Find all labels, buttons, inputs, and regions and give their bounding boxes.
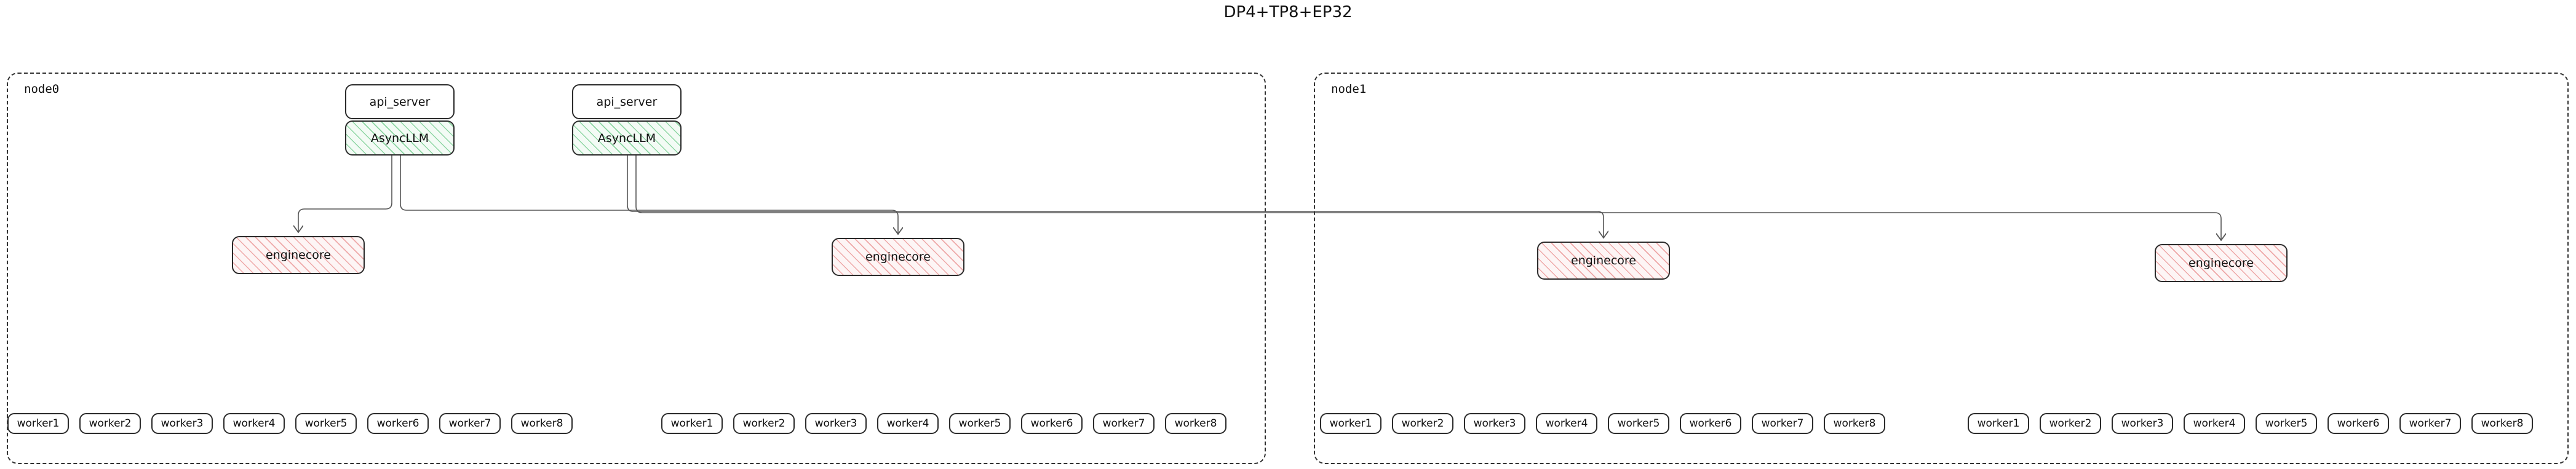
node0-g1-worker7-label: worker7 bbox=[1102, 417, 1145, 430]
node0-api-server-0-label: api_server bbox=[369, 95, 431, 109]
node1-g0-worker8[interactable]: worker8 bbox=[1824, 413, 1885, 434]
node0-g1-worker5[interactable]: worker5 bbox=[949, 413, 1011, 434]
node0-g1-worker4-label: worker4 bbox=[886, 417, 929, 430]
node0-g1-worker3-label: worker3 bbox=[814, 417, 857, 430]
node1-g0-worker6-label: worker6 bbox=[1689, 417, 1732, 430]
node0-g0-worker2-label: worker2 bbox=[89, 417, 132, 430]
node0-g1-worker8-label: worker8 bbox=[1174, 417, 1217, 430]
node0-g0-worker5-label: worker5 bbox=[304, 417, 348, 430]
node1-enginecore-0-label: enginecore bbox=[1571, 254, 1636, 267]
node0-g1-worker2[interactable]: worker2 bbox=[733, 413, 795, 434]
cluster-node1[interactable]: node1 bbox=[1314, 73, 2569, 464]
node0-g0-worker3-label: worker3 bbox=[161, 417, 204, 430]
node0-g0-worker1[interactable]: worker1 bbox=[7, 413, 69, 434]
node1-g1-worker3[interactable]: worker3 bbox=[2112, 413, 2173, 434]
node0-g0-worker8-label: worker8 bbox=[520, 417, 563, 430]
node1-g1-worker8-label: worker8 bbox=[2481, 417, 2524, 430]
node1-g0-worker5-label: worker5 bbox=[1617, 417, 1660, 430]
node1-g1-worker8[interactable]: worker8 bbox=[2471, 413, 2533, 434]
node0-g0-worker4[interactable]: worker4 bbox=[223, 413, 285, 434]
node0-g0-worker5[interactable]: worker5 bbox=[295, 413, 357, 434]
node1-g1-worker1-label: worker1 bbox=[1977, 417, 2020, 430]
node0-g1-worker7[interactable]: worker7 bbox=[1093, 413, 1155, 434]
page-title: DP4+TP8+EP32 bbox=[1223, 3, 1353, 22]
node1-enginecore-0[interactable]: enginecore bbox=[1537, 242, 1670, 280]
node0-g0-worker4-label: worker4 bbox=[233, 417, 276, 430]
node1-g0-worker8-label: worker8 bbox=[1833, 417, 1876, 430]
node1-g0-worker3[interactable]: worker3 bbox=[1464, 413, 1525, 434]
node0-g0-worker6[interactable]: worker6 bbox=[367, 413, 429, 434]
node0-g1-worker1-label: worker1 bbox=[670, 417, 714, 430]
node0-api-server-1-label: api_server bbox=[596, 95, 658, 109]
node0-g1-worker1[interactable]: worker1 bbox=[661, 413, 723, 434]
cluster-node0[interactable]: node0 bbox=[7, 73, 1266, 464]
node1-g1-worker2[interactable]: worker2 bbox=[2040, 413, 2101, 434]
node0-g1-worker4[interactable]: worker4 bbox=[877, 413, 939, 434]
node1-g0-worker4[interactable]: worker4 bbox=[1536, 413, 1597, 434]
node1-g1-worker7-label: worker7 bbox=[2409, 417, 2452, 430]
node0-api-server-0[interactable]: api_server bbox=[345, 84, 455, 119]
node0-asyncllm-1[interactable]: AsyncLLM bbox=[572, 120, 682, 156]
node0-g0-worker7-label: worker7 bbox=[448, 417, 491, 430]
node1-g1-worker5[interactable]: worker5 bbox=[2256, 413, 2317, 434]
node1-g0-worker4-label: worker4 bbox=[1545, 417, 1588, 430]
node0-g1-worker3[interactable]: worker3 bbox=[805, 413, 867, 434]
node1-g0-worker6[interactable]: worker6 bbox=[1680, 413, 1741, 434]
node1-g0-worker7-label: worker7 bbox=[1761, 417, 1804, 430]
node0-g0-worker6-label: worker6 bbox=[376, 417, 419, 430]
node1-g1-worker3-label: worker3 bbox=[2121, 417, 2164, 430]
node1-g0-worker2-label: worker2 bbox=[1401, 417, 1444, 430]
node0-g0-worker1-label: worker1 bbox=[17, 417, 60, 430]
cluster-label-node1: node1 bbox=[1331, 82, 1367, 96]
node0-asyncllm-1-label: AsyncLLM bbox=[597, 131, 656, 145]
node0-g1-worker6[interactable]: worker6 bbox=[1021, 413, 1083, 434]
node1-g0-worker1[interactable]: worker1 bbox=[1320, 413, 1381, 434]
node0-g0-worker3[interactable]: worker3 bbox=[151, 413, 213, 434]
node0-asyncllm-0[interactable]: AsyncLLM bbox=[345, 120, 455, 156]
node0-enginecore-0-label: enginecore bbox=[266, 248, 331, 262]
node0-g0-worker7[interactable]: worker7 bbox=[439, 413, 501, 434]
node1-g1-worker6[interactable]: worker6 bbox=[2328, 413, 2389, 434]
node0-api-server-1[interactable]: api_server bbox=[572, 84, 682, 119]
node1-enginecore-1-label: enginecore bbox=[2188, 256, 2254, 270]
node1-g0-worker7[interactable]: worker7 bbox=[1752, 413, 1813, 434]
node0-g1-worker5-label: worker5 bbox=[958, 417, 1001, 430]
node1-g0-worker5[interactable]: worker5 bbox=[1608, 413, 1669, 434]
node1-g1-worker4-label: worker4 bbox=[2193, 417, 2236, 430]
node1-g0-worker3-label: worker3 bbox=[1473, 417, 1516, 430]
node1-g1-worker5-label: worker5 bbox=[2265, 417, 2308, 430]
node0-g1-worker2-label: worker2 bbox=[742, 417, 785, 430]
node0-enginecore-0[interactable]: enginecore bbox=[232, 236, 365, 274]
node1-enginecore-1[interactable]: enginecore bbox=[2155, 244, 2288, 282]
node0-g1-worker8[interactable]: worker8 bbox=[1165, 413, 1226, 434]
node1-g1-worker1[interactable]: worker1 bbox=[1968, 413, 2029, 434]
node1-g1-worker6-label: worker6 bbox=[2337, 417, 2380, 430]
node0-g0-worker2[interactable]: worker2 bbox=[79, 413, 141, 434]
node1-g1-worker7[interactable]: worker7 bbox=[2399, 413, 2461, 434]
node0-g1-worker6-label: worker6 bbox=[1030, 417, 1073, 430]
node0-asyncllm-0-label: AsyncLLM bbox=[370, 131, 429, 145]
node1-g1-worker2-label: worker2 bbox=[2049, 417, 2092, 430]
node0-enginecore-1[interactable]: enginecore bbox=[832, 238, 964, 276]
cluster-label-node0: node0 bbox=[24, 82, 60, 96]
node1-g0-worker2[interactable]: worker2 bbox=[1392, 413, 1453, 434]
node1-g1-worker4[interactable]: worker4 bbox=[2184, 413, 2245, 434]
node0-enginecore-1-label: enginecore bbox=[865, 250, 931, 264]
node1-g0-worker1-label: worker1 bbox=[1329, 417, 1372, 430]
node0-g0-worker8[interactable]: worker8 bbox=[511, 413, 573, 434]
